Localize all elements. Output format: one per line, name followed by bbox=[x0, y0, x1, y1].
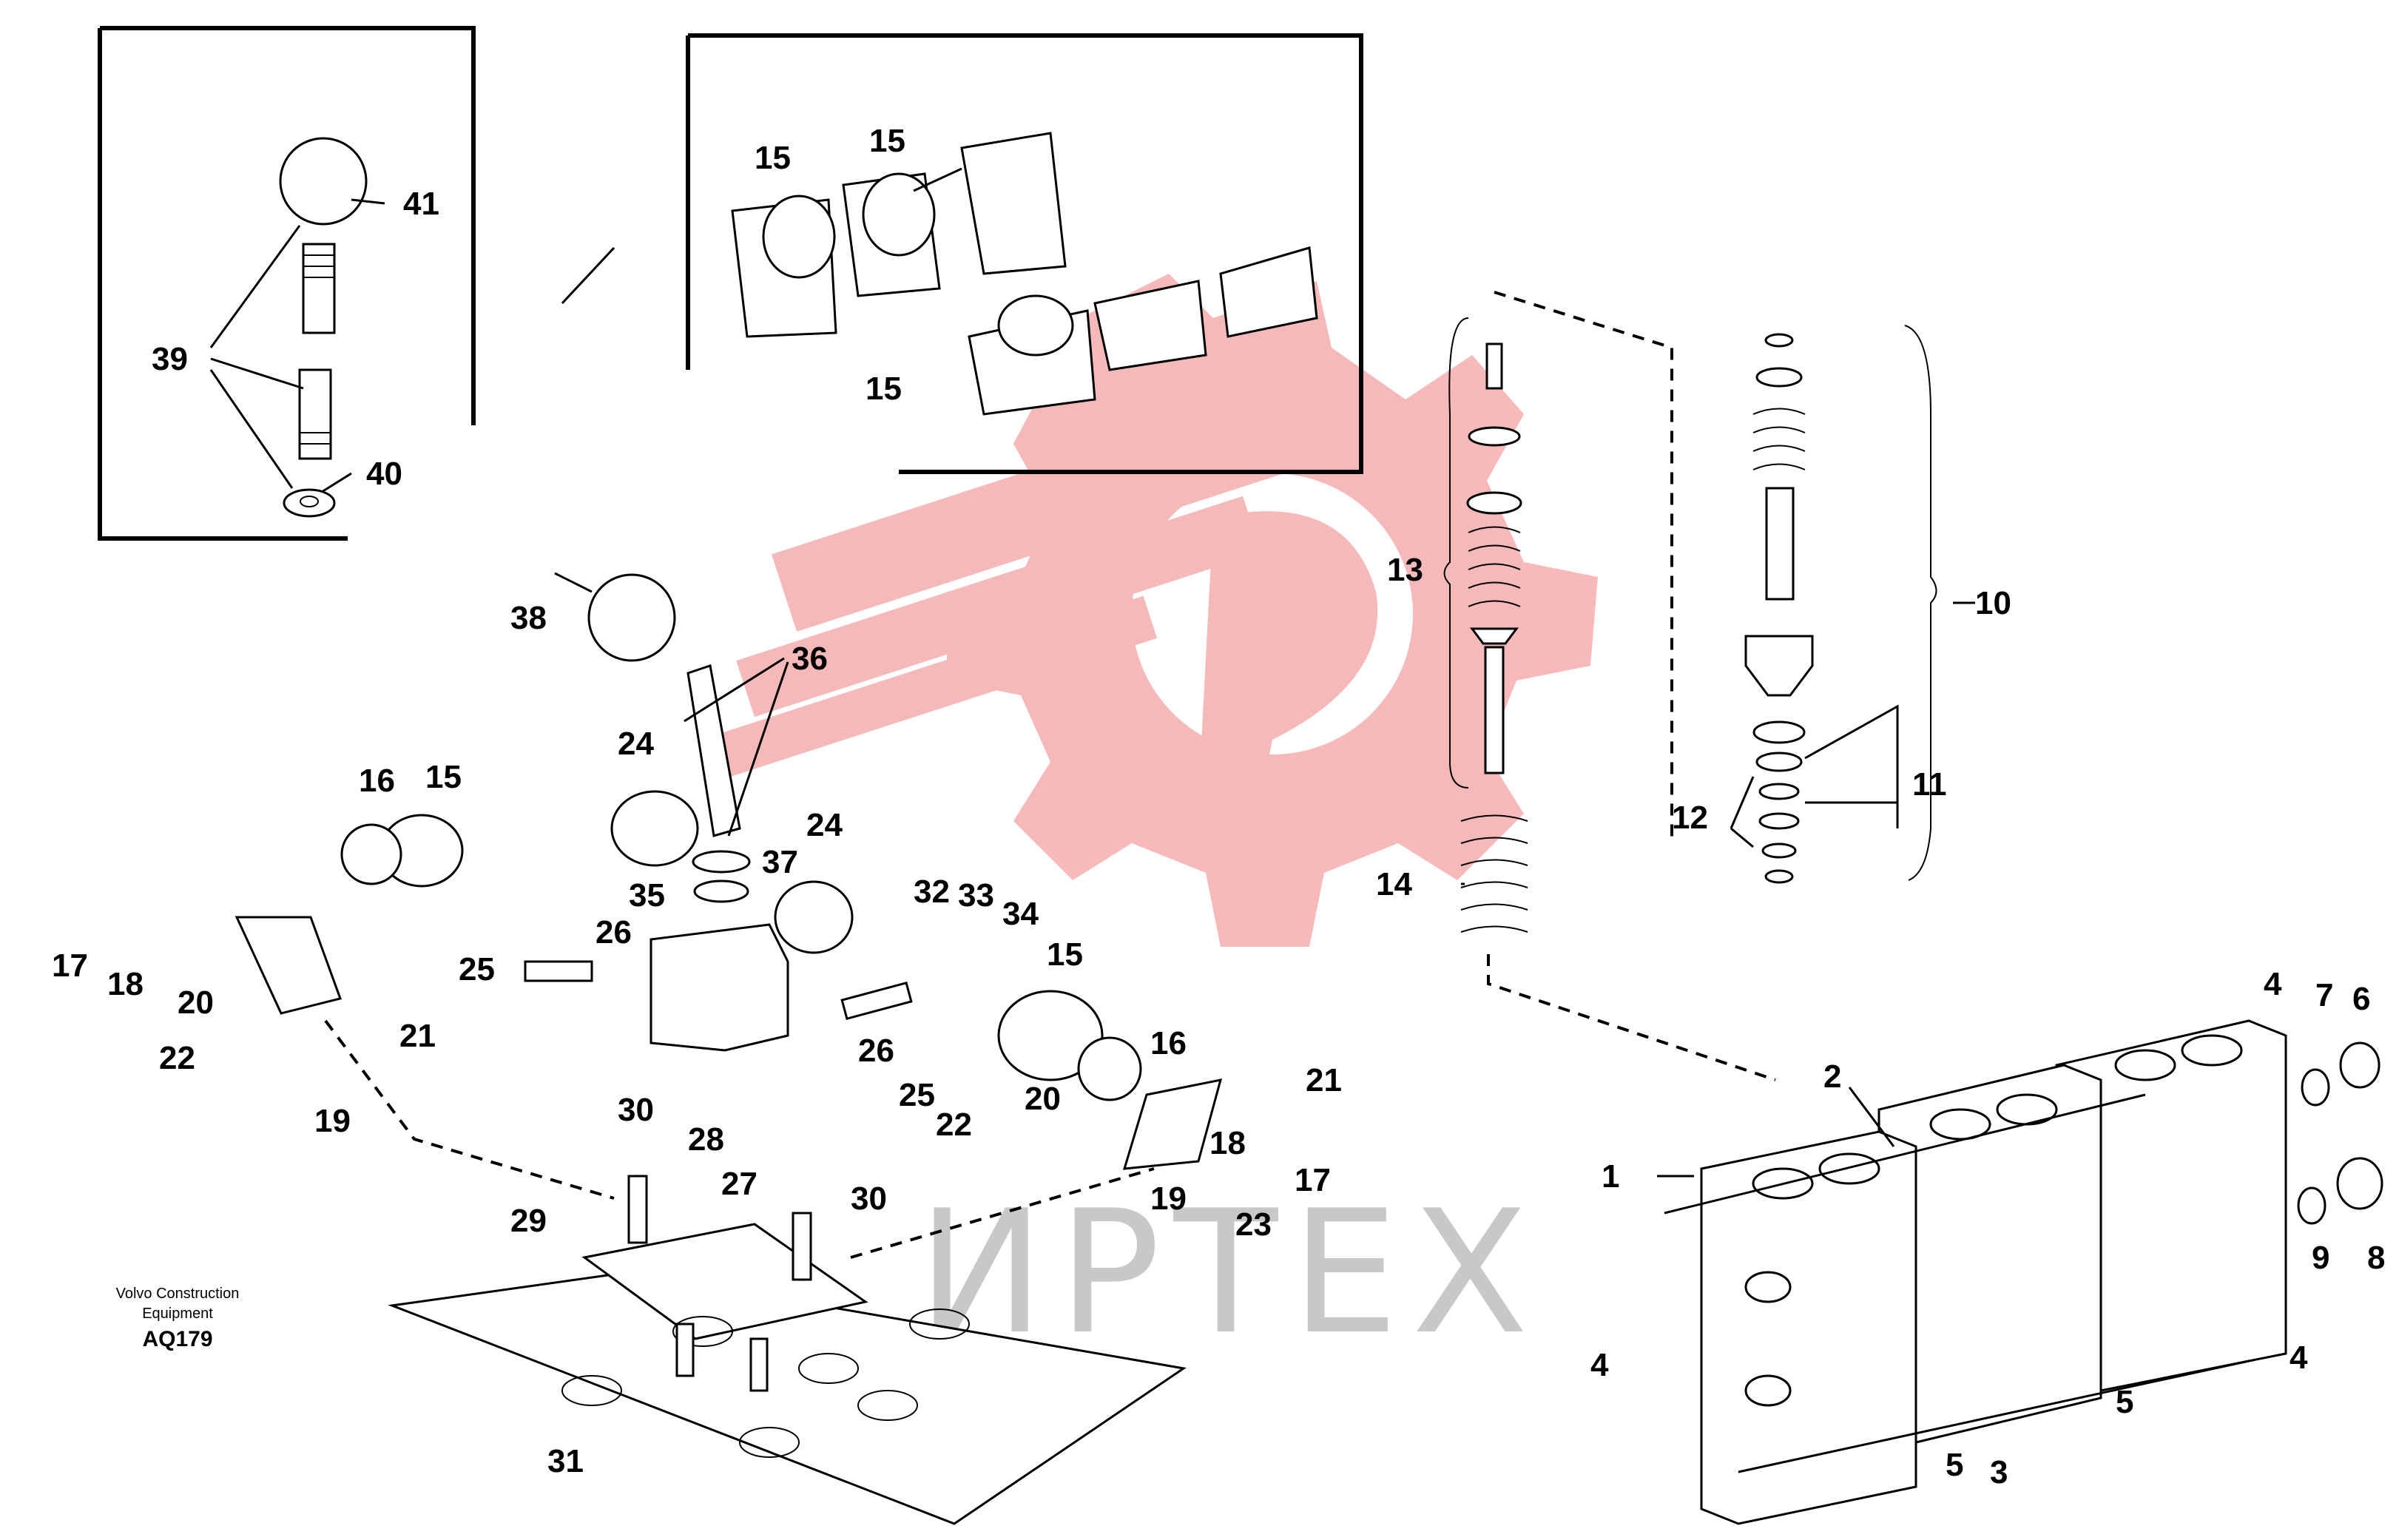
callout-9: 9 bbox=[2312, 1240, 2329, 1276]
threaded-rod-upper bbox=[302, 243, 336, 334]
callout-6: 6 bbox=[2352, 981, 2370, 1017]
callout-26-a: 26 bbox=[595, 914, 632, 950]
callout-1: 1 bbox=[1602, 1158, 1619, 1195]
callout-35: 35 bbox=[629, 877, 665, 913]
callout-24-b: 24 bbox=[806, 807, 843, 843]
callout-27: 27 bbox=[721, 1166, 758, 1202]
callout-23: 23 bbox=[1235, 1206, 1272, 1243]
threaded-rod-lower bbox=[298, 368, 332, 460]
callout-15-c: 15 bbox=[866, 371, 902, 407]
base-plate bbox=[388, 1175, 1187, 1525]
leader-lines bbox=[209, 167, 1975, 1178]
callout-19-b: 19 bbox=[1150, 1181, 1187, 1217]
callout-7: 7 bbox=[2315, 977, 2333, 1013]
callout-30-b: 30 bbox=[851, 1181, 887, 1217]
callout-13: 13 bbox=[1387, 552, 1423, 588]
callout-2: 2 bbox=[1823, 1058, 1841, 1095]
callout-4-c: 4 bbox=[2290, 1340, 2308, 1376]
callout-34: 34 bbox=[1002, 896, 1039, 932]
callout-17-b: 17 bbox=[1295, 1162, 1331, 1198]
watermark-logo bbox=[706, 274, 1598, 947]
valve-block-assembly bbox=[1664, 1019, 2383, 1525]
callout-3: 3 bbox=[1990, 1454, 2008, 1490]
callout-38: 38 bbox=[510, 600, 547, 636]
callout-22-b: 22 bbox=[936, 1107, 972, 1143]
callout-5-a: 5 bbox=[2116, 1384, 2133, 1420]
callout-18-b: 18 bbox=[1209, 1125, 1246, 1161]
callout-5-b: 5 bbox=[1946, 1447, 1963, 1483]
callout-15-b: 15 bbox=[869, 123, 905, 159]
callout-15-e: 15 bbox=[1047, 936, 1083, 973]
spring-stack-10 bbox=[1744, 325, 1937, 884]
callout-28: 28 bbox=[688, 1121, 724, 1158]
callout-16-a: 16 bbox=[359, 763, 395, 799]
inset-pads bbox=[686, 33, 1363, 474]
callout-39: 39 bbox=[152, 341, 188, 377]
credit-line1: Volvo Construction bbox=[116, 1286, 240, 1302]
spring-stack-13 bbox=[1443, 291, 1776, 1081]
credit-line2: Equipment bbox=[142, 1306, 213, 1322]
callout-36: 36 bbox=[792, 641, 828, 677]
callout-16-b: 16 bbox=[1150, 1025, 1187, 1061]
callout-24-a: 24 bbox=[618, 726, 654, 762]
callout-4-b: 4 bbox=[1590, 1347, 1609, 1383]
callout-14: 14 bbox=[1376, 866, 1412, 902]
callout-10: 10 bbox=[1975, 585, 2011, 621]
callout-18-a: 18 bbox=[107, 966, 144, 1002]
callout-25-b: 25 bbox=[899, 1077, 935, 1113]
callout-19-a: 19 bbox=[314, 1103, 351, 1139]
callout-41: 41 bbox=[403, 186, 439, 222]
callout-21-a: 21 bbox=[399, 1018, 436, 1054]
callout-labels: 41 39 40 15 15 15 13 10 11 12 14 38 36 2… bbox=[52, 123, 2385, 1490]
callout-17-a: 17 bbox=[52, 948, 88, 984]
callout-30-a: 30 bbox=[618, 1092, 654, 1128]
callout-22-a: 22 bbox=[159, 1040, 195, 1076]
callout-20-a: 20 bbox=[178, 985, 214, 1021]
lever-assembly bbox=[234, 573, 1223, 1259]
callout-21-b: 21 bbox=[1306, 1062, 1342, 1098]
callout-31: 31 bbox=[547, 1443, 584, 1479]
inset-lever-knob bbox=[98, 26, 476, 541]
nut-40 bbox=[283, 488, 336, 518]
callout-15-a: 15 bbox=[755, 140, 791, 176]
knob-41 bbox=[279, 137, 368, 226]
credit-code: AQ179 bbox=[142, 1327, 212, 1351]
callout-32: 32 bbox=[914, 874, 950, 910]
callout-25-a: 25 bbox=[459, 951, 495, 987]
callout-20-b: 20 bbox=[1025, 1081, 1061, 1117]
callout-8: 8 bbox=[2367, 1240, 2385, 1276]
callout-29: 29 bbox=[510, 1203, 547, 1239]
callout-26-b: 26 bbox=[858, 1033, 894, 1069]
callout-4-a: 4 bbox=[2264, 966, 2282, 1002]
callout-11: 11 bbox=[1912, 766, 1947, 803]
callout-33: 33 bbox=[958, 877, 994, 913]
callout-40: 40 bbox=[366, 456, 402, 492]
callout-12: 12 bbox=[1672, 800, 1708, 836]
callout-37: 37 bbox=[762, 844, 798, 880]
callout-15-d: 15 bbox=[425, 759, 462, 795]
